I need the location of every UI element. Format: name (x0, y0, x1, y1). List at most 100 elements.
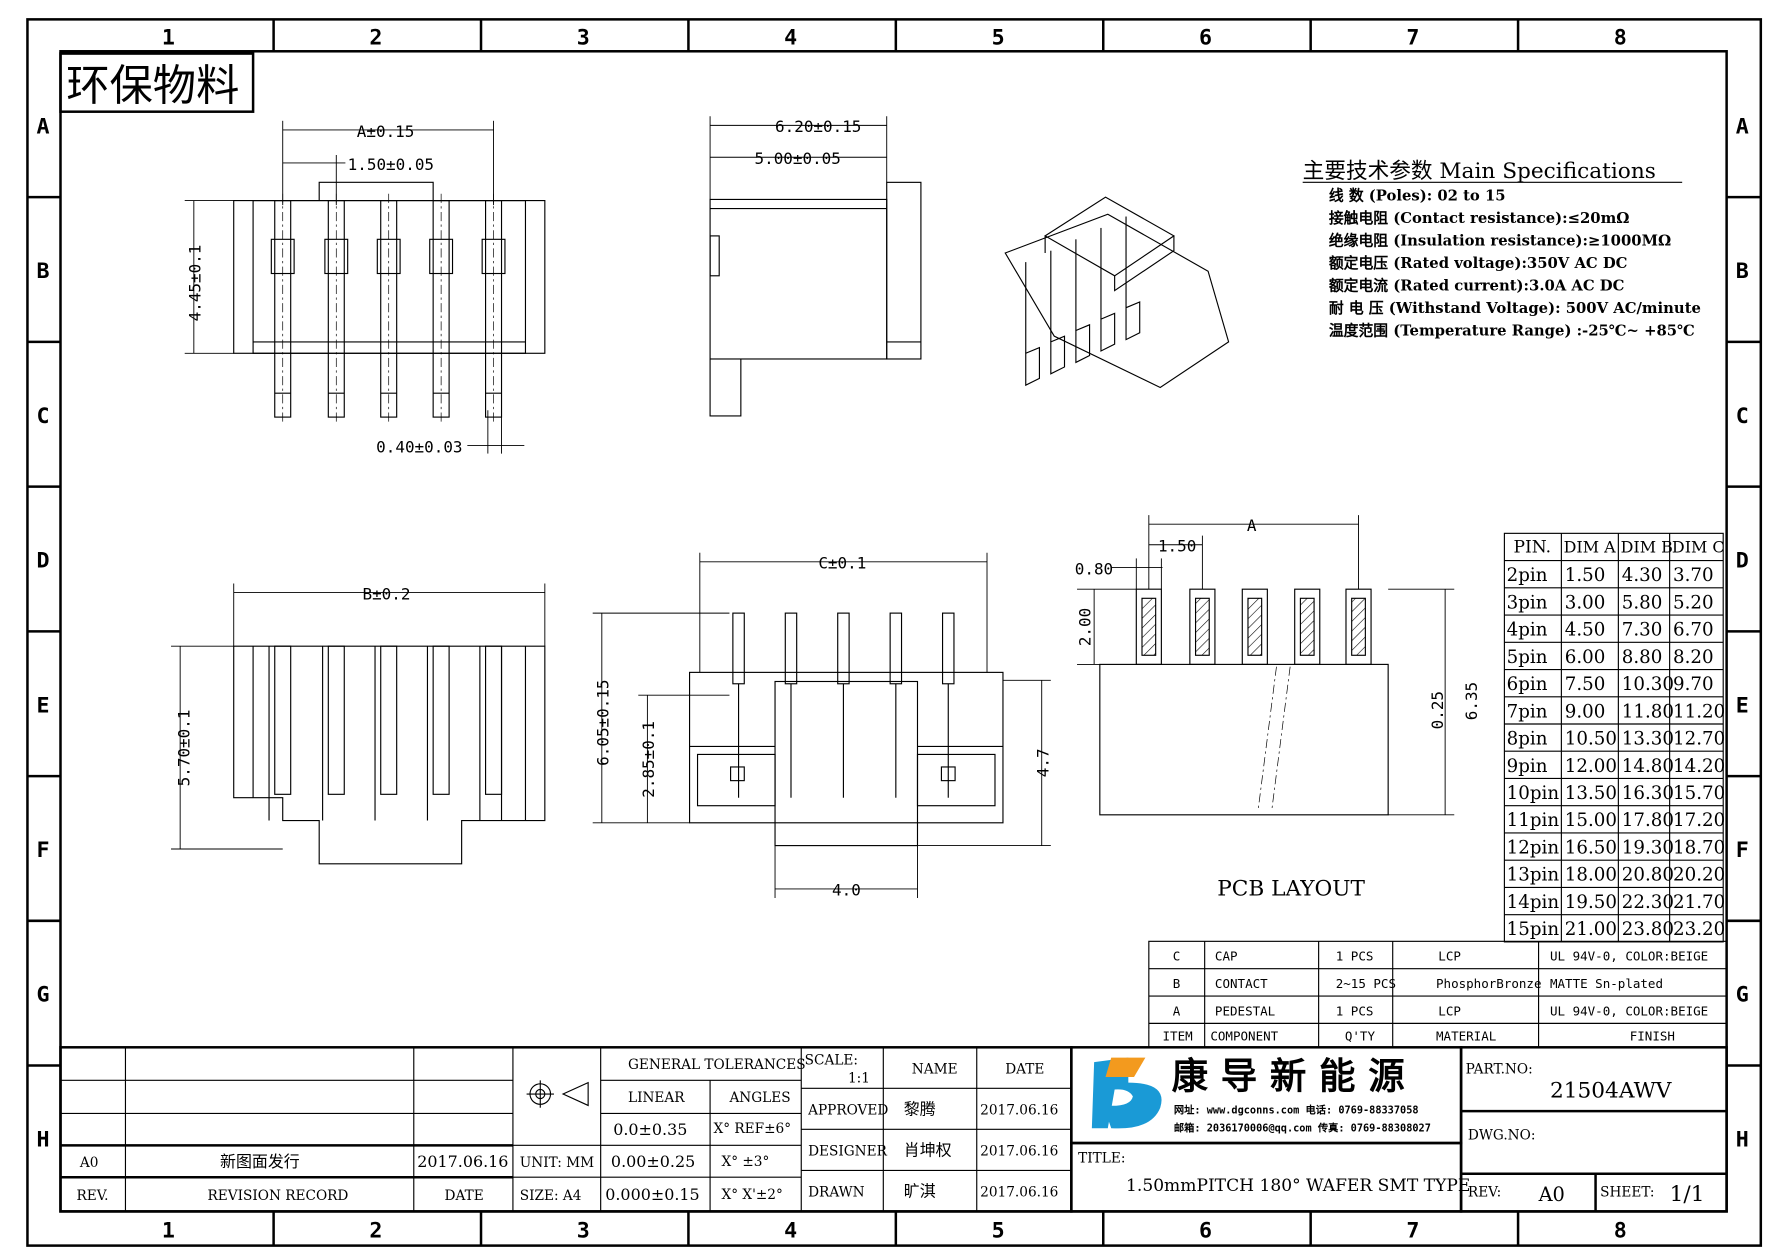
bom-cell: A (1173, 1003, 1181, 1018)
bom-cell: CAP (1215, 949, 1238, 964)
title-block: A0 新图面发行 2017.06.16 REV. REVISION RECORD… (59, 1046, 1728, 1213)
pcb-dim-depth: 6.35 (1462, 682, 1481, 720)
dim-c: C±0.1 (818, 554, 866, 573)
column-label: 2 (369, 1219, 382, 1244)
svg-text:A0: A0 (1538, 1183, 1565, 1206)
bom-cell: LCP (1438, 1003, 1461, 1018)
dim-height: 5.70±0.1 (174, 710, 193, 787)
svg-text:1:1: 1:1 (848, 1071, 870, 1087)
svg-text:SCALE:: SCALE: (805, 1052, 858, 1068)
bom-header: COMPONENT (1210, 1028, 1278, 1043)
pcb-layout: A 1.50 0.80 2.00 0.25 6.35 PCB LAYOUT (1075, 515, 1481, 902)
dim-b: B±0.2 (362, 584, 410, 603)
column-label: 5 (992, 25, 1005, 50)
contact-pin (837, 612, 850, 685)
row-label: F (1736, 838, 1749, 863)
pin-count: 13pin (1507, 865, 1560, 886)
svg-text:ANGLES: ANGLES (728, 1090, 790, 1106)
column-label: 7 (1406, 1219, 1419, 1244)
bom-header: ITEM (1163, 1028, 1193, 1043)
row-label: G (37, 983, 50, 1008)
pcb-dim-pad-length: 2.00 (1076, 608, 1095, 646)
pin-dim-value: 10.30 (1622, 674, 1674, 695)
contact-pin (784, 612, 798, 685)
pcb-dim-gap: 0.25 (1428, 691, 1447, 729)
column-label: 1 (162, 25, 175, 50)
pin-dim-value: 14.80 (1622, 756, 1674, 777)
pcb-dim-pad-width: 0.80 (1075, 559, 1113, 578)
dim-height: 4.45±0.1 (186, 245, 205, 322)
end-view: C±0.1 6.05±0.15 2.85±0.1 4.7 4.0 (592, 552, 1053, 900)
bom-header: Q'TY (1345, 1028, 1376, 1043)
person-name: 黎腾 (904, 1100, 936, 1119)
svg-text:网址: www.dgconns.com 电话: 0769-: 网址: www.dgconns.com 电话: 0769-88337058 (1174, 1103, 1419, 1116)
column-label: 6 (1199, 25, 1212, 50)
pin-table-header: DIM B (1621, 538, 1673, 557)
sign-date: 2017.06.16 (980, 1103, 1058, 1119)
pin-count: 15pin (1507, 919, 1560, 940)
svg-text:UNIT: MM: UNIT: MM (520, 1155, 594, 1171)
column-label: 8 (1614, 25, 1627, 50)
svg-text:环保物料: 环保物料 (66, 61, 239, 111)
sign-date: 2017.06.16 (980, 1144, 1058, 1160)
column-label: 8 (1614, 1219, 1627, 1244)
role-label: DRAWN (808, 1185, 865, 1201)
spec-item: 耐 电 压 (Withstand Voltage): 500V AC/minut… (1329, 299, 1701, 317)
pin-dim-value: 19.50 (1565, 892, 1617, 913)
row-label: G (1736, 983, 1749, 1008)
row-label: H (1736, 1127, 1749, 1152)
column-label: 5 (992, 1219, 1005, 1244)
row-label: C (37, 404, 50, 429)
svg-text:0.0±0.35: 0.0±0.35 (613, 1120, 687, 1139)
front-view: A±0.15 1.50±0.05 4.45±0.1 0.40±0.03 (184, 120, 546, 456)
pin-dim-value: 10.50 (1565, 729, 1617, 750)
column-label: 2 (369, 25, 382, 50)
pin-dim-value: 20.20 (1673, 865, 1725, 886)
pin-count: 2pin (1507, 565, 1548, 586)
svg-text:SHEET:: SHEET: (1600, 1185, 1654, 1201)
side-view: 6.20±0.15 5.00±0.05 (709, 116, 922, 417)
bom-cell: PEDESTAL (1215, 1003, 1275, 1018)
iso-pin (1075, 323, 1091, 364)
pin-count: 10pin (1507, 783, 1560, 804)
dim-mid: 2.85±0.1 (639, 721, 658, 798)
spec-item: 线 数 (Poles): 02 to 15 (1329, 187, 1506, 205)
pin-count: 11pin (1507, 810, 1560, 831)
column-label: 7 (1406, 25, 1419, 50)
pin-dim-value: 4.50 (1565, 620, 1606, 641)
contact-pin (889, 612, 903, 685)
row-label: D (1736, 549, 1749, 574)
pin-dim-value: 12.70 (1673, 729, 1725, 750)
row-label: D (37, 549, 50, 574)
isometric-view (1004, 196, 1230, 389)
svg-text:REV.: REV. (76, 1188, 108, 1204)
specs-title: 主要技术参数 Main Specifications (1303, 159, 1656, 184)
bom-cell: CONTACT (1215, 976, 1268, 991)
bom-cell: UL 94V-0, COLOR:BEIGE (1550, 1003, 1708, 1018)
pin-count: 7pin (1507, 701, 1548, 722)
pin-table-header: PIN. (1514, 538, 1552, 558)
svg-text:LINEAR: LINEAR (628, 1090, 685, 1106)
pcb-pad (1294, 588, 1321, 665)
pin-dim-value: 8.80 (1622, 647, 1663, 668)
pin-dim-value: 3.00 (1565, 592, 1606, 613)
dim-base: 4.0 (832, 881, 861, 900)
column-label: 4 (784, 1219, 797, 1244)
contact-pin (432, 645, 450, 795)
row-label: F (37, 838, 50, 863)
bom-header: FINISH (1630, 1028, 1675, 1043)
column-label: 4 (784, 25, 797, 50)
svg-text:TITLE:: TITLE: (1078, 1150, 1125, 1166)
pin-count: 9pin (1507, 756, 1548, 777)
dim-right: 4.7 (1034, 748, 1053, 777)
pcb-pad (1241, 588, 1268, 665)
company-name: 康 导 新 能 源 (1172, 1054, 1406, 1097)
pin-dim-value: 23.80 (1622, 919, 1674, 940)
part-number: 21504AWV (1550, 1078, 1672, 1103)
svg-text:NAME: NAME (912, 1062, 958, 1078)
svg-text:0.00±0.25: 0.00±0.25 (611, 1152, 695, 1171)
pin-dim-value: 5.80 (1622, 592, 1663, 613)
contact-pin (327, 645, 345, 795)
bom-cell: UL 94V-0, COLOR:BEIGE (1550, 949, 1708, 964)
iso-pin (1100, 312, 1116, 352)
